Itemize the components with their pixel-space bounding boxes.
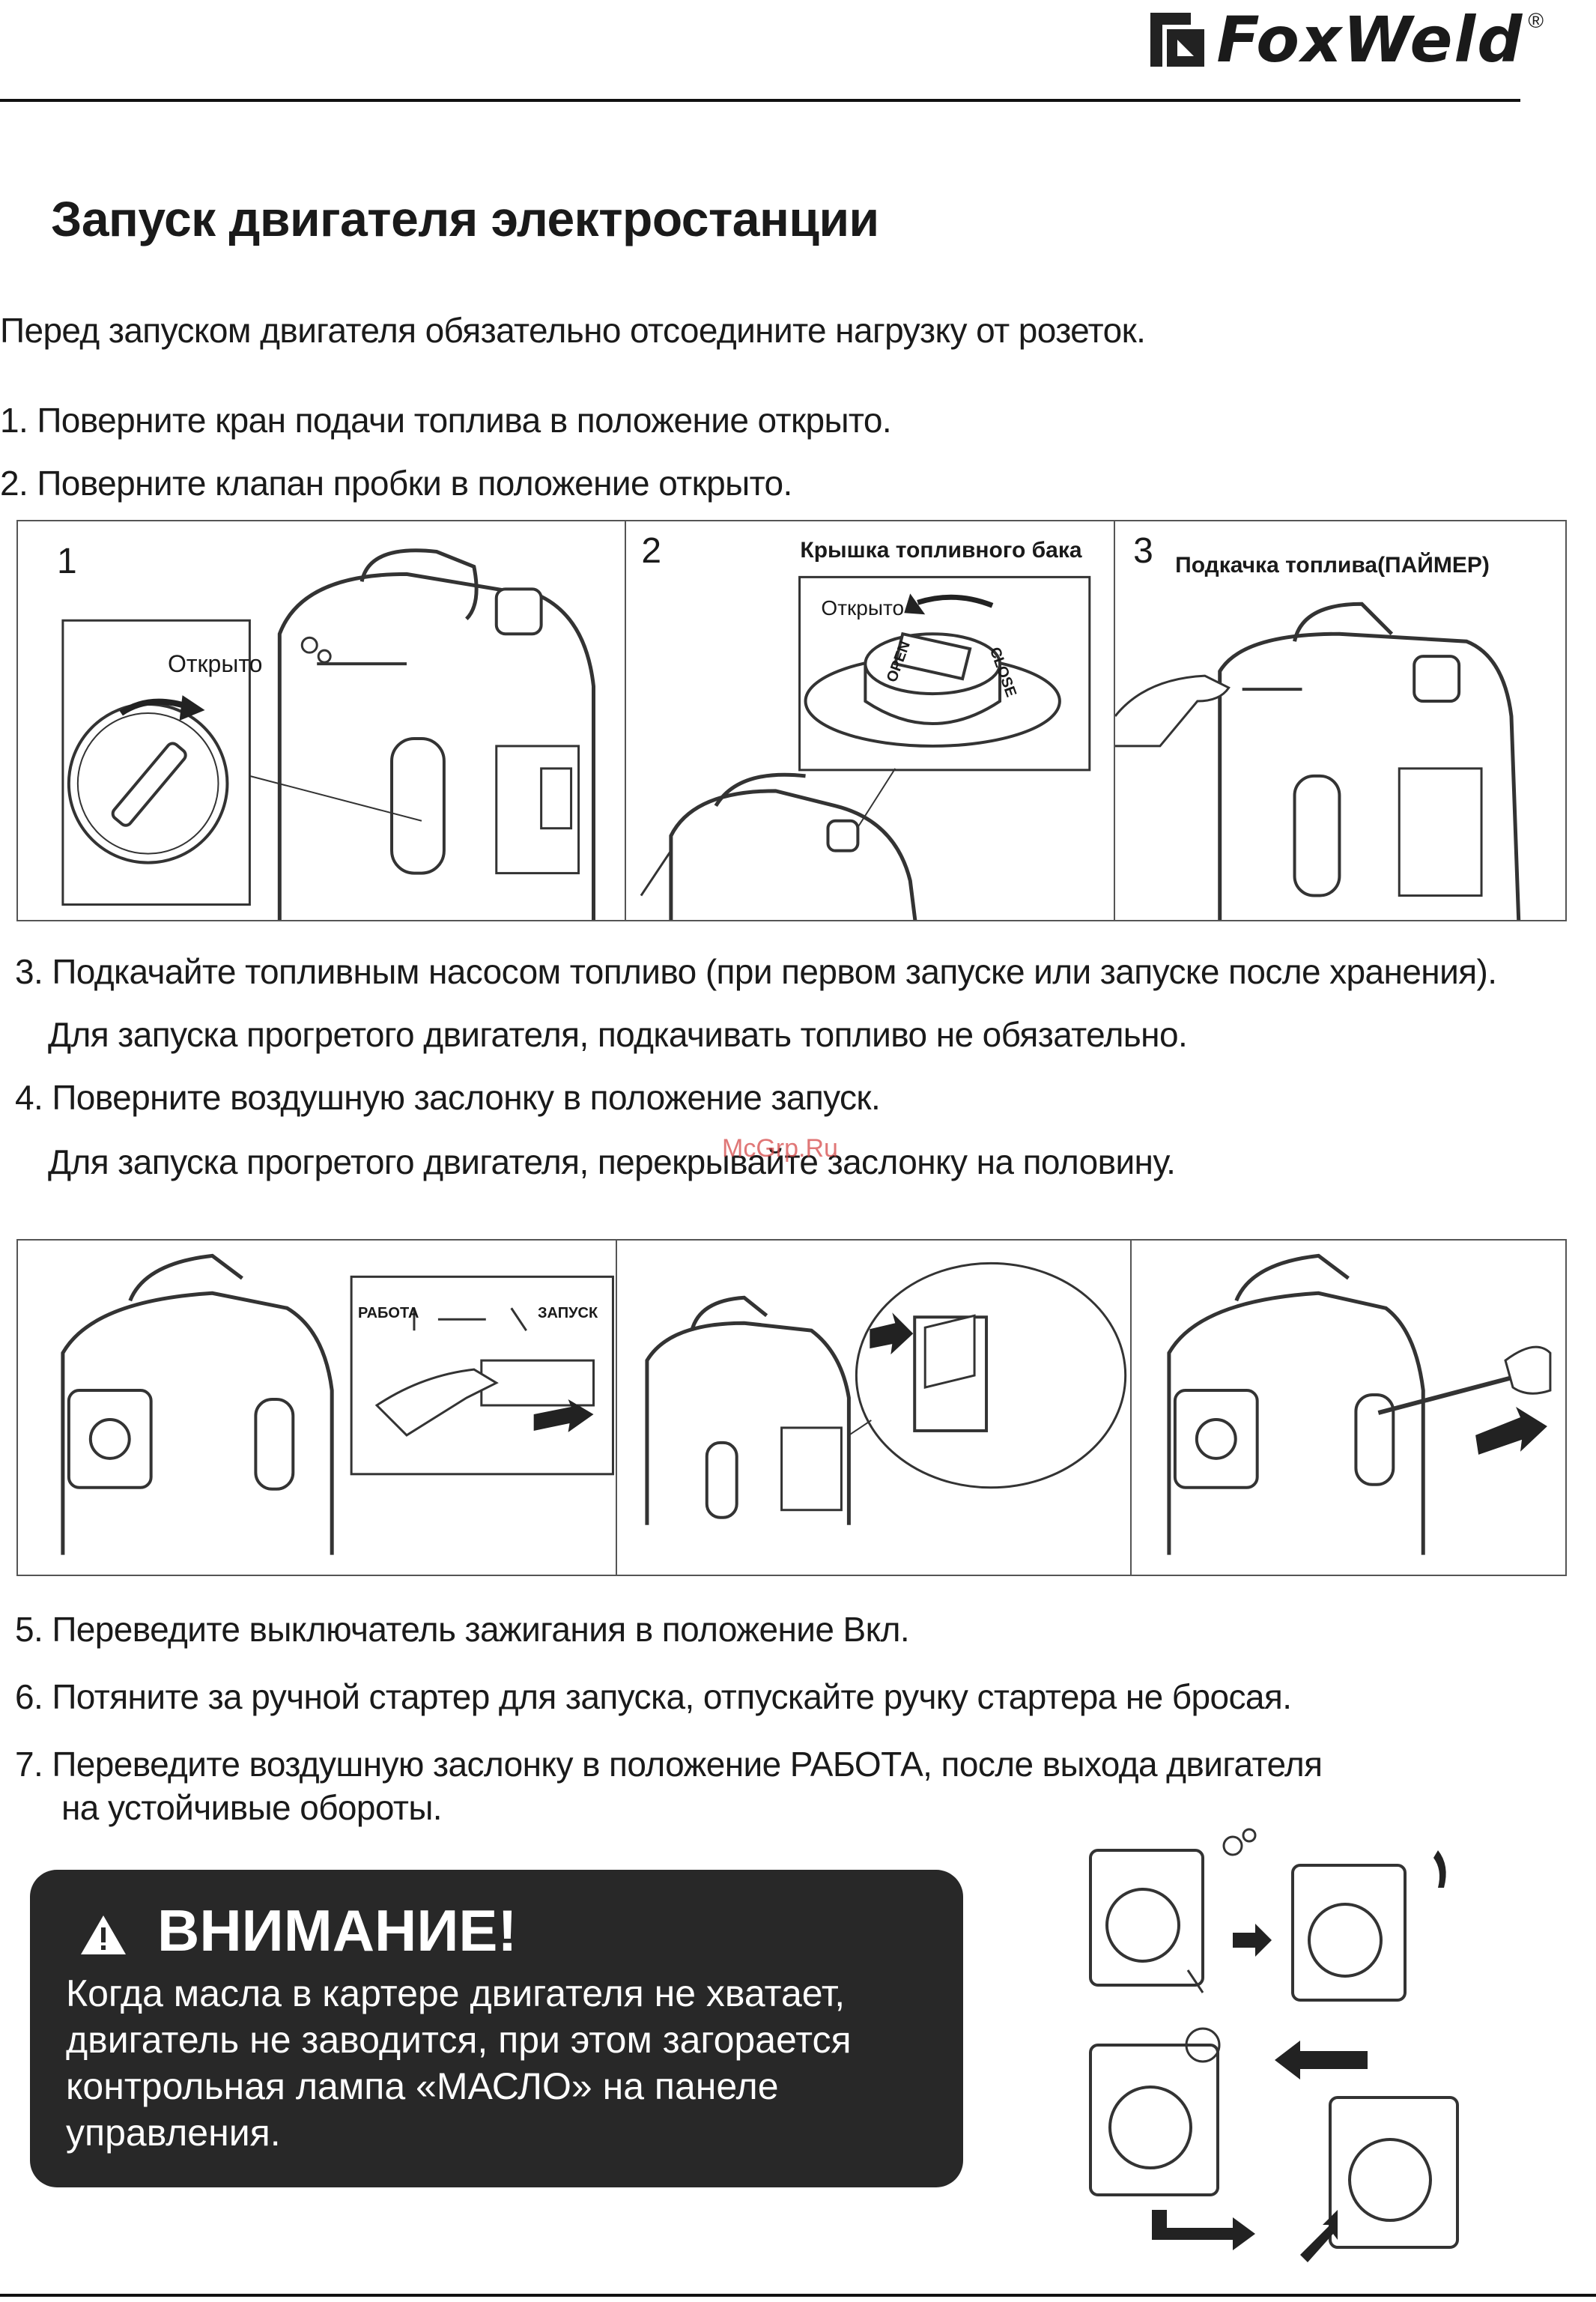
panel-number: 2 xyxy=(641,531,662,571)
step-7: 7. Переведите воздушную заслонку в полож… xyxy=(15,1745,1323,1784)
warning-text: Когда масла в картере двигателя не хвата… xyxy=(66,1972,852,2154)
step-6: 6. Потяните за ручной стартер для запуск… xyxy=(15,1677,1292,1716)
generator-illustration xyxy=(61,548,595,920)
step-2: 2. Поверните клапан пробки в положение о… xyxy=(0,464,792,503)
brand-logo: FoxWeld ® xyxy=(1147,6,1544,73)
step-7-continued: на устойчивые обороты. xyxy=(61,1788,443,1827)
panel-choke: РАБОТА ЗАПУСК xyxy=(18,1241,618,1575)
panel-number: 1 xyxy=(57,542,77,581)
brand-logo-icon xyxy=(1150,13,1205,67)
panel-recoil-starter xyxy=(1132,1241,1565,1575)
primer-generator-illustration xyxy=(1115,602,1521,920)
panel-number: 3 xyxy=(1133,531,1153,571)
panel-primer: 3 Подкачка топлива(ПАЙМЕР) xyxy=(1115,521,1565,920)
choke-start-label: ЗАПУСК xyxy=(538,1305,598,1321)
header-divider xyxy=(0,99,1520,102)
step-3-note: Для запуска прогретого двигателя, подкач… xyxy=(48,1015,1188,1054)
panel-fuel-cap: 2 Крышка топливного бака Открыто OPEN CL… xyxy=(626,521,1116,920)
panel-ignition-switch xyxy=(617,1241,1132,1575)
warning-title: ВНИМАНИЕ! xyxy=(157,1897,518,1963)
figure-start-steps: РАБОТА ЗАПУСК xyxy=(16,1239,1567,1576)
primer-caption: Подкачка топлива(ПАЙМЕР) xyxy=(1175,553,1490,578)
fuel-cap-caption: Крышка топливного бака xyxy=(800,538,1082,563)
step-4: 4. Поверните воздушную заслонку в положе… xyxy=(15,1078,881,1117)
open-label: Открыто xyxy=(168,650,263,677)
panel-fuel-valve: 1 Открыто xyxy=(18,521,627,920)
warning-box: ВНИМАНИЕ! Когда масла в картере двигател… xyxy=(30,1870,963,2187)
warning-heading: ВНИМАНИЕ! xyxy=(79,1897,517,1965)
cap-open-label: Открыто xyxy=(821,596,905,620)
step-3: 3. Подкачайте топливным насосом топливо … xyxy=(15,952,1497,991)
oil-check-illustration xyxy=(1089,1828,1459,2262)
footer-divider xyxy=(0,2294,1596,2297)
choke-run-label: РАБОТА xyxy=(358,1305,419,1321)
choke-illustration xyxy=(61,1253,614,1555)
step-4-note: Для запуска прогретого двигателя, перекр… xyxy=(48,1142,1176,1181)
brand-name: FoxWeld xyxy=(1216,3,1524,76)
watermark: McGrp.Ru xyxy=(722,1134,838,1163)
figure-fuel-steps: 1 Открыто 2 Крышка топливного бака xyxy=(16,520,1567,921)
registered-mark: ® xyxy=(1528,9,1544,32)
step-1: 1. Поверните кран подачи топлива в полож… xyxy=(0,401,892,440)
ignition-switch-illustration xyxy=(645,1261,1127,1525)
recoil-starter-illustration xyxy=(1167,1253,1552,1555)
intro-text: Перед запуском двигателя обязательно отс… xyxy=(0,311,1146,350)
step-5: 5. Переведите выключатель зажигания в по… xyxy=(15,1610,910,1649)
warning-triangle-icon xyxy=(81,1915,126,1955)
fuel-cap-illustration xyxy=(640,575,1091,920)
page-title: Запуск двигателя электростанции xyxy=(51,191,879,246)
